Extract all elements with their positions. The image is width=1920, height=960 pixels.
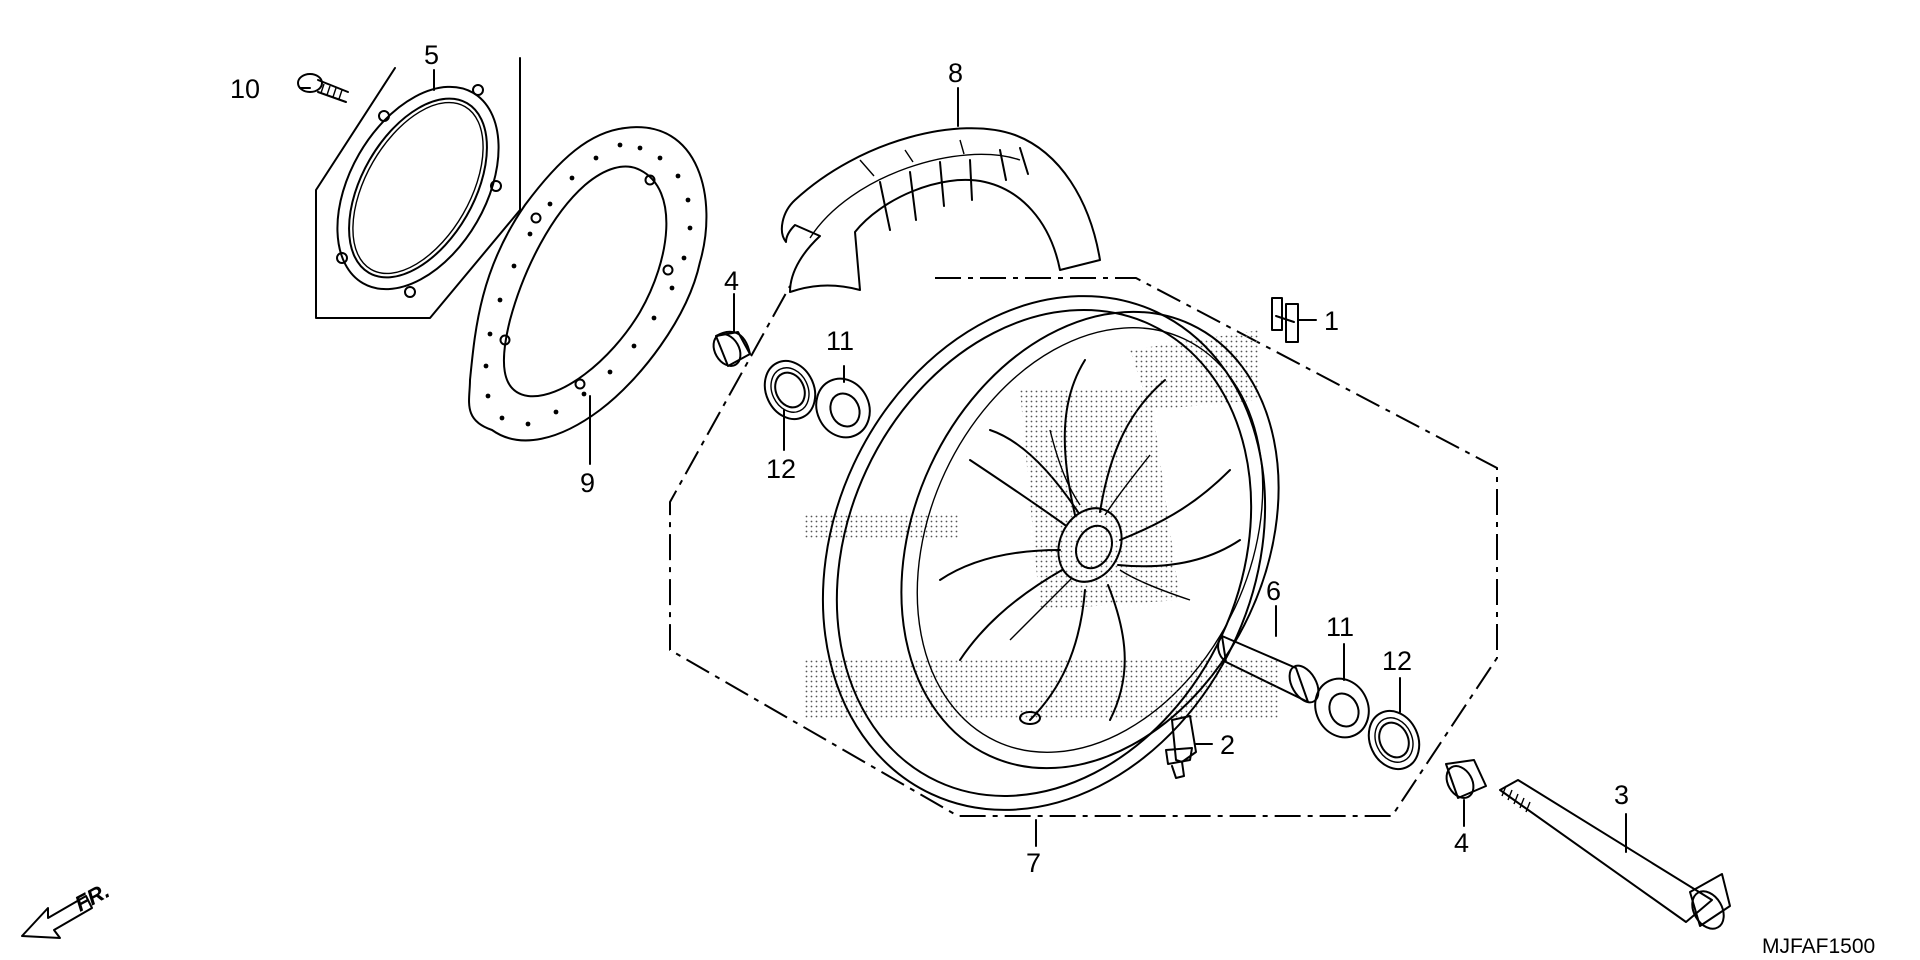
callout-2: 2: [1220, 730, 1235, 760]
callout-6: 6: [1266, 576, 1281, 606]
callout-1: 1: [1324, 306, 1339, 336]
callout-10: 10: [230, 74, 260, 104]
bearing-part: [815, 377, 871, 439]
front-direction-arrow-icon: FR.: [21, 878, 114, 939]
bolt-part: [297, 73, 349, 103]
wheel-part: [805, 295, 1280, 811]
brake-disc-part: [468, 126, 708, 442]
dust-seal-part: [1367, 709, 1421, 771]
tire-part: [780, 127, 1101, 293]
air-valve-part: [1165, 715, 1197, 779]
dust-seal-part: [763, 359, 817, 421]
callout-7: 7: [1026, 848, 1041, 878]
side-collar-part: [1445, 759, 1487, 799]
axle-part: [1499, 779, 1731, 930]
bearing-part: [1314, 677, 1370, 739]
callout-4-lower: 4: [1454, 828, 1469, 858]
callout-3: 3: [1614, 780, 1629, 810]
callout-12-lower: 12: [1382, 646, 1412, 676]
leader-lines: [299, 69, 1627, 853]
callout-11-upper: 11: [826, 326, 854, 356]
callout-5: 5: [424, 40, 439, 70]
diagram-code: MJFAF1500: [1762, 935, 1875, 958]
side-collar-part: [712, 330, 751, 367]
callout-12-upper: 12: [766, 454, 796, 484]
callout-4-upper: 4: [724, 266, 739, 296]
distance-collar-part: [1217, 635, 1320, 704]
disc-cover-part: [315, 57, 521, 319]
balance-weight-part: [1271, 297, 1299, 343]
callout-9: 9: [580, 468, 595, 498]
callout-11-lower: 11: [1326, 612, 1354, 642]
callout-8: 8: [948, 58, 963, 88]
front-direction-label: FR.: [71, 878, 114, 917]
